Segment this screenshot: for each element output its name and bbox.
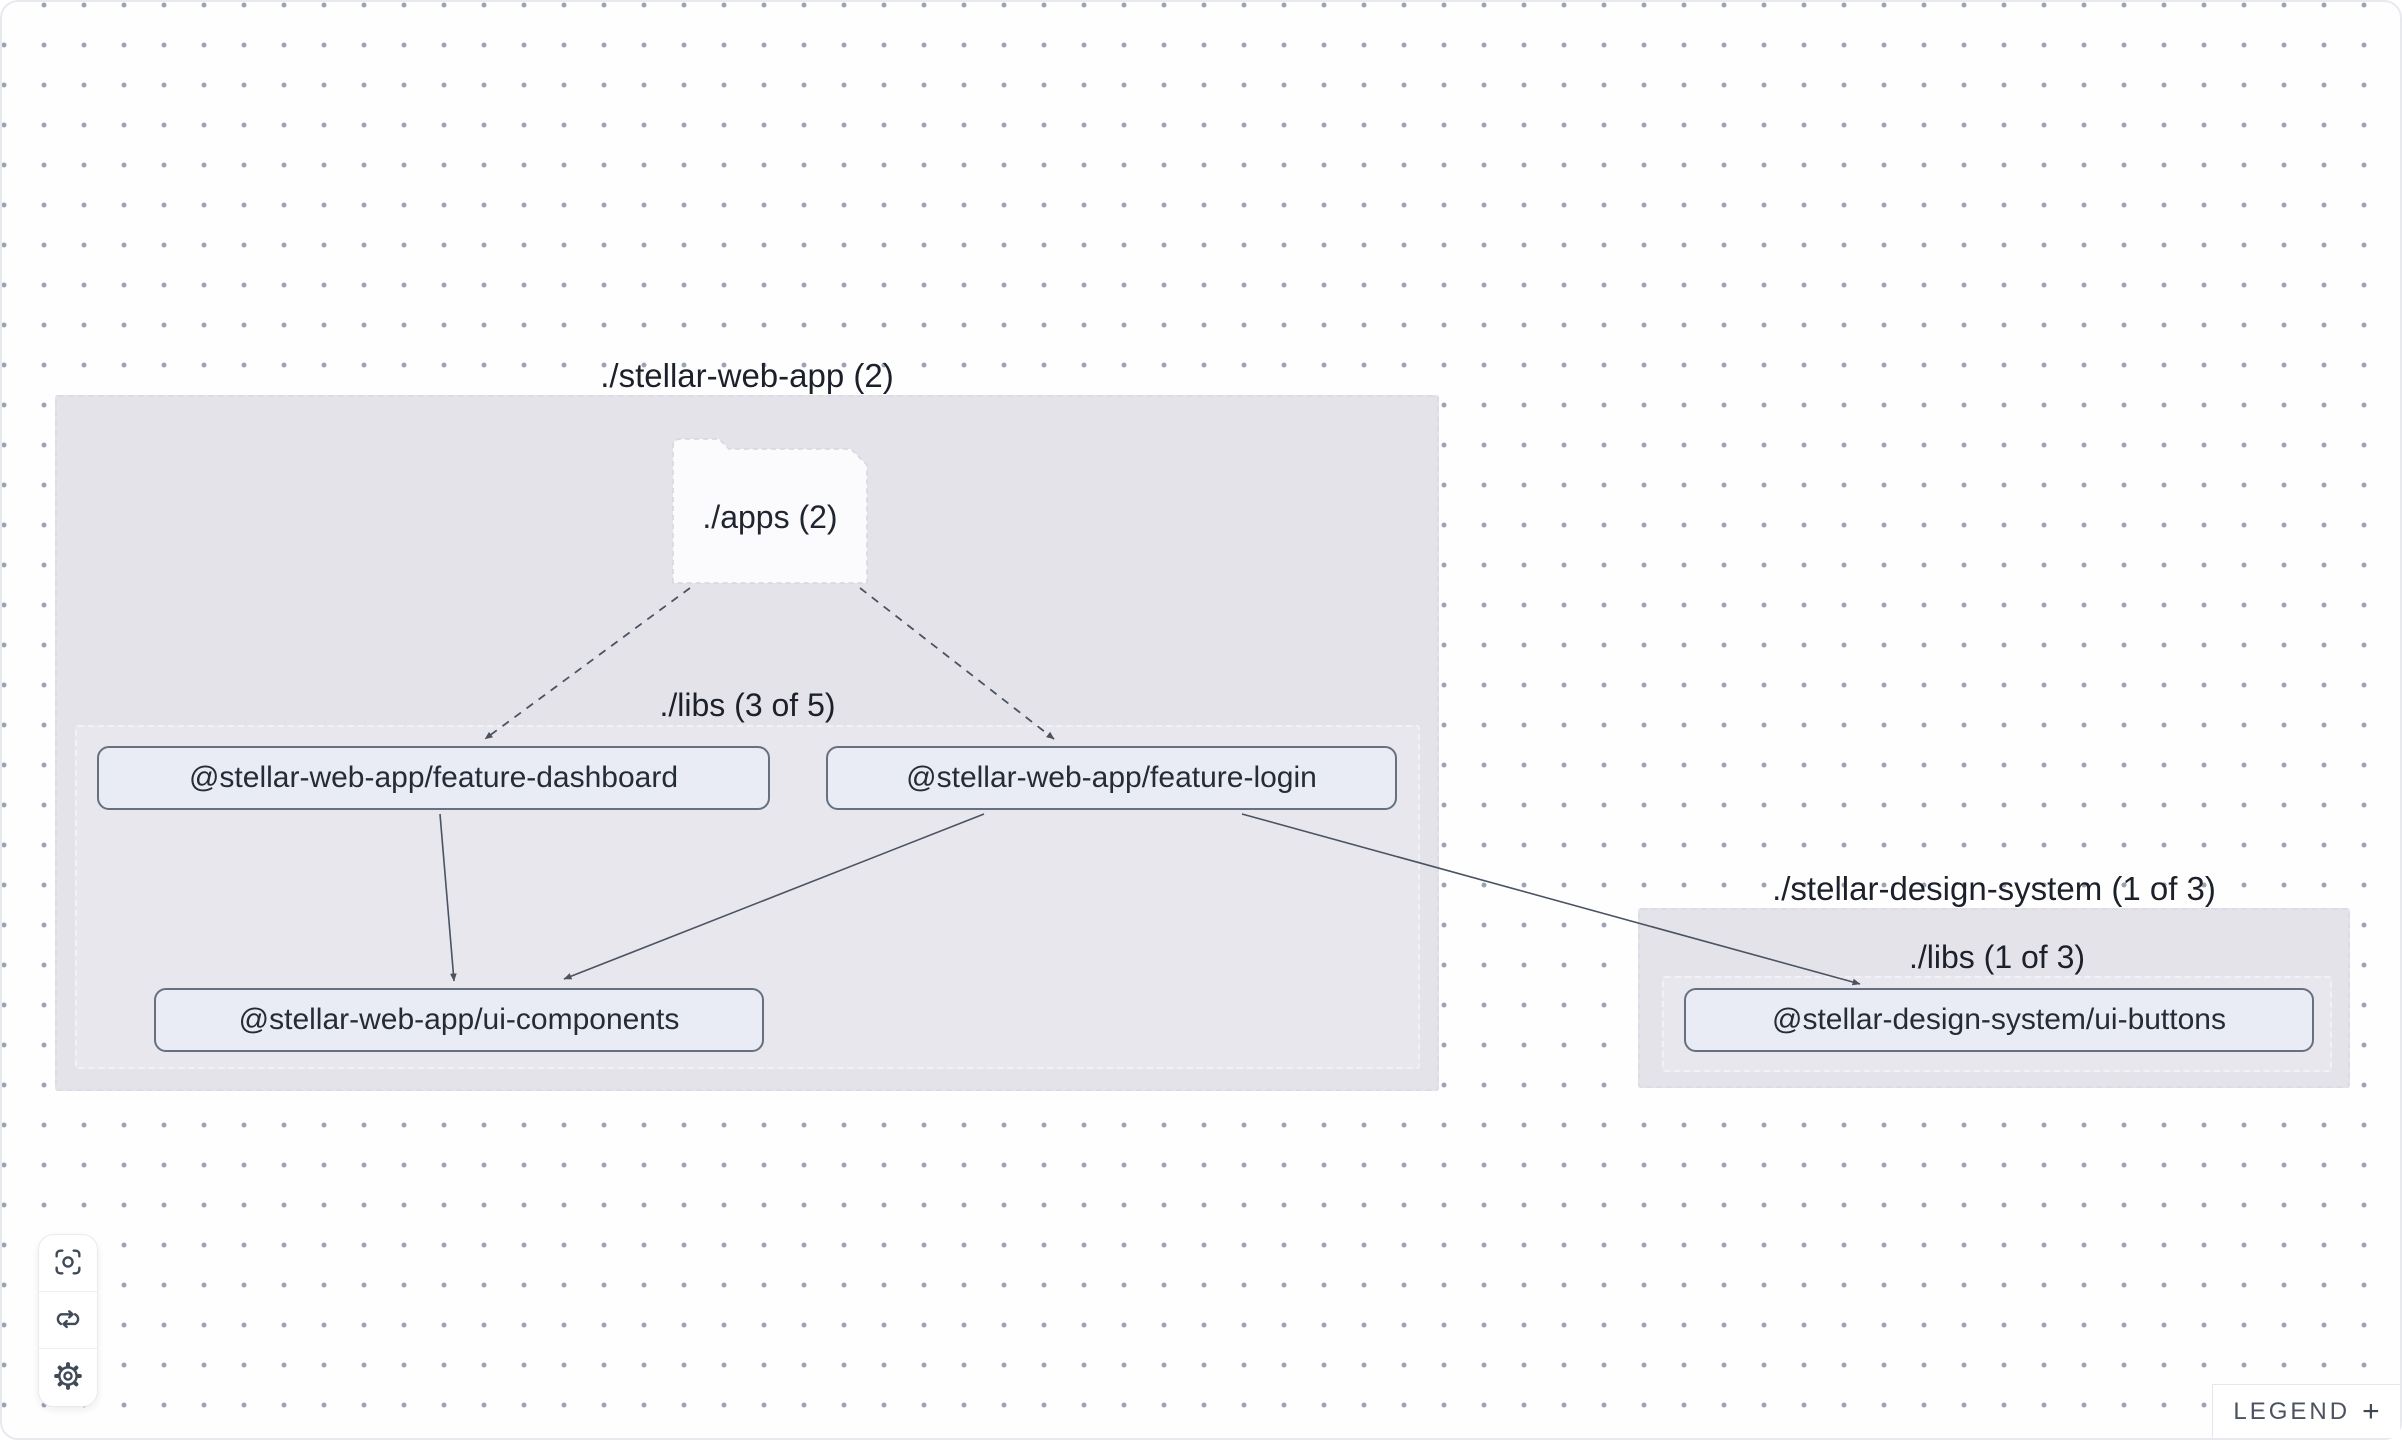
folder-node-apps[interactable]: ./apps (2) bbox=[671, 437, 869, 585]
group-label-web-app-libs: ./libs (3 of 5) bbox=[75, 686, 1420, 724]
project-node-ui-buttons[interactable]: @stellar-design-system/ui-buttons bbox=[1684, 988, 2314, 1052]
settings-icon bbox=[51, 1359, 85, 1396]
plus-icon: + bbox=[2362, 1395, 2380, 1429]
refresh-icon bbox=[51, 1302, 85, 1339]
focus-button[interactable] bbox=[39, 1235, 97, 1292]
settings-button[interactable] bbox=[39, 1349, 97, 1406]
project-node-feature-dashboard[interactable]: @stellar-web-app/feature-dashboard bbox=[97, 746, 770, 810]
project-node-ui-components[interactable]: @stellar-web-app/ui-components bbox=[154, 988, 764, 1052]
folder-node-apps-label: ./apps (2) bbox=[671, 449, 869, 585]
project-node-feature-login[interactable]: @stellar-web-app/feature-login bbox=[826, 746, 1397, 810]
refresh-button[interactable] bbox=[39, 1292, 97, 1349]
legend-toggle-button[interactable]: LEGEND + bbox=[2212, 1384, 2400, 1438]
legend-label: LEGEND bbox=[2233, 1398, 2350, 1426]
focus-icon bbox=[51, 1245, 85, 1282]
group-label-stellar-design-system: ./stellar-design-system (1 of 3) bbox=[1638, 870, 2350, 908]
group-label-stellar-web-app: ./stellar-web-app (2) bbox=[55, 357, 1439, 395]
graph-controls-toolbar bbox=[38, 1234, 98, 1407]
group-label-design-system-libs: ./libs (1 of 3) bbox=[1662, 938, 2332, 976]
